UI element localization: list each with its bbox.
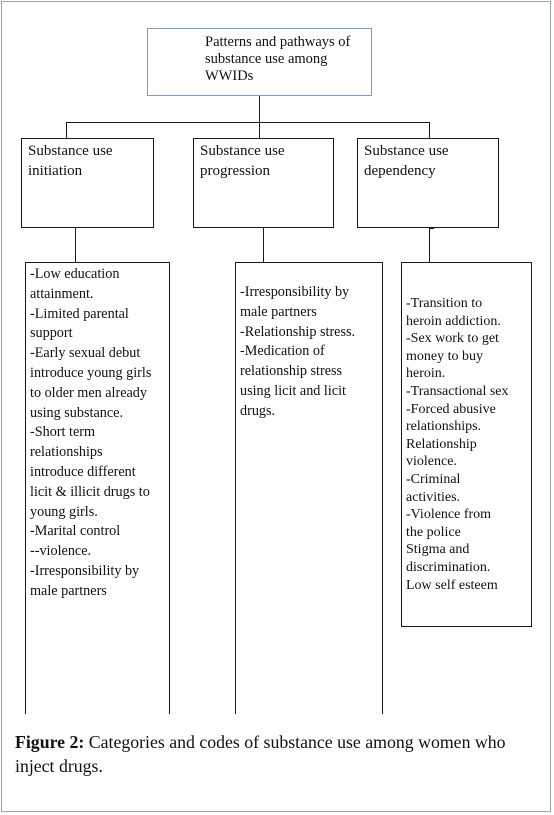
list-item: heroin. xyxy=(406,366,446,382)
list-item: Relationship xyxy=(406,436,477,452)
list-item: using licit and licit xyxy=(240,382,346,399)
category-label-line: progression xyxy=(200,163,270,179)
list-box-initiation: -Low education attainment. -Limited pare… xyxy=(25,262,170,714)
connector-horizontal xyxy=(66,122,430,123)
category-label-line: Substance use xyxy=(364,143,449,159)
list-item: the police xyxy=(406,524,461,540)
list-item: -Irresponsibility by xyxy=(240,284,350,300)
figure-caption-label: Figure 2: xyxy=(15,732,85,752)
list-box-progression: -Irresponsibility by male partners -Rela… xyxy=(235,262,383,714)
list-item: -Transition to xyxy=(406,296,483,311)
list-item: heroin addiction. xyxy=(406,313,501,329)
list-item: using substance. xyxy=(30,404,123,421)
list-item: discrimination. xyxy=(406,559,491,575)
list-item: -Violence from xyxy=(406,507,492,523)
list-item: money to buy xyxy=(406,348,483,364)
list-item: -Limited parental xyxy=(30,305,129,322)
connector-title-down xyxy=(259,96,260,123)
connector-progression-list xyxy=(263,228,264,262)
list-item: -Criminal xyxy=(406,471,461,487)
category-label-line: Substance use xyxy=(28,143,113,159)
list-item: male partners xyxy=(30,582,107,599)
list-item: -Early sexual debut xyxy=(30,345,141,362)
list-item: licit & illicit drugs to xyxy=(30,483,150,500)
title-line-3: WWIDs xyxy=(205,68,254,84)
list-item: -Irresponsibility by xyxy=(30,562,140,579)
connector-to-dependency xyxy=(429,122,430,138)
category-label-line: dependency xyxy=(364,163,436,179)
list-item: -Sex work to get xyxy=(406,331,499,347)
list-item: Low self esteem xyxy=(406,577,498,593)
list-item: violence. xyxy=(406,454,457,470)
list-item: -Short term xyxy=(30,424,96,441)
list-item: to older men already xyxy=(30,384,147,401)
category-label-line: initiation xyxy=(28,163,83,179)
list-item: -Medication of xyxy=(240,343,325,360)
list-item: -Forced abusive xyxy=(406,401,496,417)
list-item: relationships xyxy=(30,444,103,461)
list-item: relationships. xyxy=(406,419,482,435)
connector-to-initiation xyxy=(66,122,67,138)
connector-initiation-list xyxy=(75,228,76,262)
list-item: introduce different xyxy=(30,463,136,480)
list-item: Stigma and xyxy=(406,542,470,558)
figure-caption: Figure 2: Categories and codes of substa… xyxy=(15,730,545,778)
list-item: activities. xyxy=(406,489,461,505)
title-line-2: substance use among xyxy=(205,51,328,67)
connector-dependency-tick xyxy=(429,228,434,229)
list-box-dependency: -Transition to heroin addiction. -Sex wo… xyxy=(401,262,532,627)
list-item: attainment. xyxy=(30,285,94,302)
list-item: introduce young girls xyxy=(30,364,152,381)
list-item: drugs. xyxy=(240,402,276,419)
list-item: -Transactional sex xyxy=(406,383,509,399)
list-item: -Marital control xyxy=(30,523,121,540)
diagram-title-box: Patterns and pathways of substance use a… xyxy=(147,28,372,96)
category-box-progression: Substance use progression xyxy=(193,138,334,228)
category-box-initiation: Substance use initiation xyxy=(21,138,154,228)
list-item: young girls. xyxy=(30,503,98,520)
list-item: relationship stress xyxy=(240,363,343,380)
list-item: --violence. xyxy=(30,543,92,560)
connector-dependency-list xyxy=(429,228,430,262)
list-item: support xyxy=(30,325,73,342)
figure-caption-text: Categories and codes of substance use am… xyxy=(15,732,506,776)
title-line-1: Patterns and pathways of xyxy=(205,34,351,50)
list-item: male partners xyxy=(240,303,317,320)
list-item: -Relationship stress. xyxy=(240,323,356,340)
connector-to-progression xyxy=(259,122,260,138)
list-item: -Low education xyxy=(30,266,120,282)
category-label-line: Substance use xyxy=(200,143,285,159)
category-box-dependency: Substance use dependency xyxy=(357,138,499,228)
